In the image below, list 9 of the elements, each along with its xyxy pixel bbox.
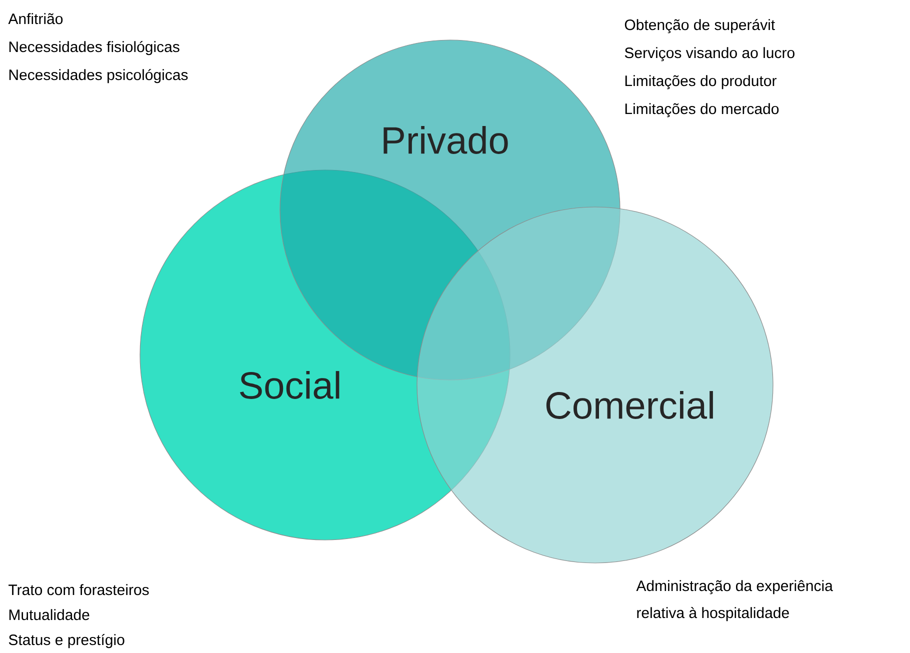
list-item: Anfitrião: [8, 13, 63, 24]
list-item: Obtenção de superávit: [624, 18, 775, 34]
list-item: relativa à hospitalidade: [637, 606, 789, 622]
list-item: Administração da experiência: [636, 580, 833, 594]
list-item: Status e prestígio: [8, 634, 124, 648]
list-item: Necessidades psicológicas: [9, 68, 188, 84]
list-item: Mutualidade: [9, 609, 90, 620]
list-item: Trato com forasteiros: [8, 584, 149, 596]
list-item: Necessidades fisiológicas: [9, 40, 180, 56]
